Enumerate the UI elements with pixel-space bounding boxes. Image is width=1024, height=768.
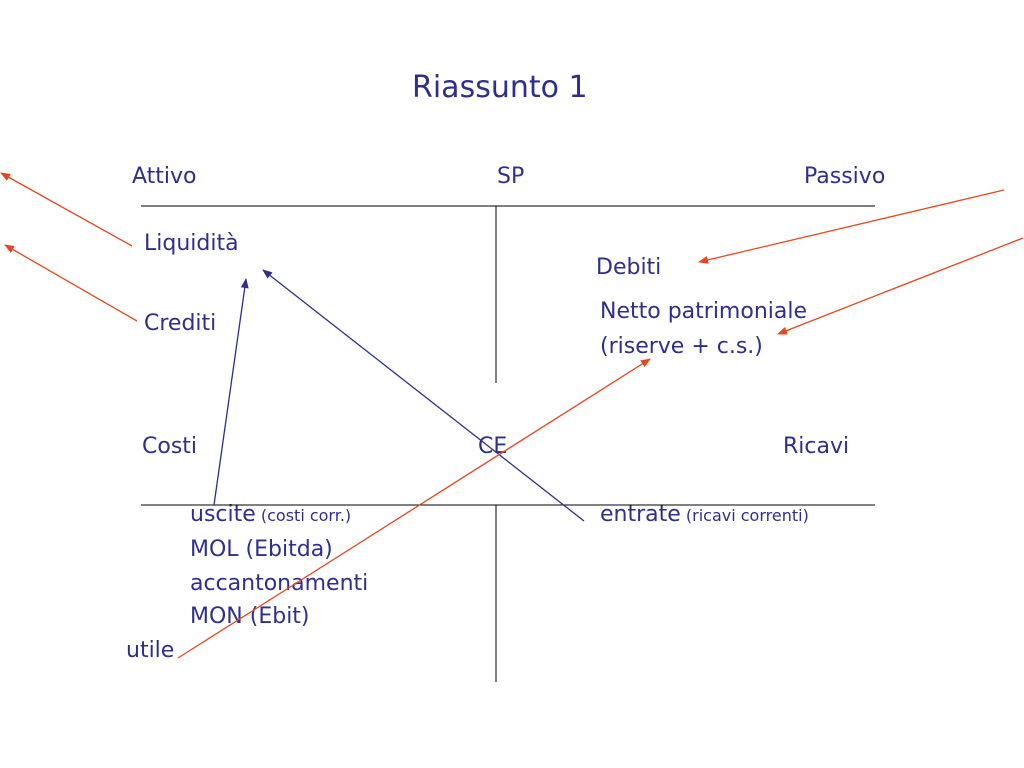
arrow-in-to-netto	[777, 237, 1024, 335]
arrow-crediti-out	[4, 244, 138, 322]
arrow-entrate-to-liquidita	[262, 269, 585, 522]
ce-item-entrate-note: (ricavi correnti)	[685, 506, 809, 525]
ce-item-mon: MON (Ebit)	[190, 604, 310, 629]
arrow-liquidita-out	[0, 172, 133, 247]
ce-item-uscite: uscite (costi corr.)	[190, 504, 351, 526]
ce-ricavi-header: Ricavi	[783, 434, 850, 459]
arrow-utile-to-netto	[177, 358, 651, 659]
arrow-uscite-to-liquidita	[213, 278, 249, 506]
ce-item-entrate: entrate (ricavi correnti)	[600, 504, 809, 526]
ce-item-accantonamenti: accantonamenti	[190, 571, 369, 596]
sp-header: SP	[497, 164, 525, 189]
ce-costi-header: Costi	[142, 434, 198, 459]
ce-header: CE	[478, 434, 508, 459]
ce-item-mol: MOL (Ebitda)	[190, 537, 333, 562]
ce-item-utile: utile	[126, 638, 175, 663]
ce-item-uscite-text: uscite	[190, 502, 256, 527]
arrow-in-to-debiti	[698, 189, 1005, 264]
ce-item-uscite-note: (costi corr.)	[260, 506, 352, 525]
ce-item-entrate-text: entrate	[600, 502, 681, 527]
sp-attivo-header: Attivo	[132, 164, 197, 189]
slide-title: Riassunto 1	[412, 70, 588, 105]
sp-item-riserve: (riserve + c.s.)	[600, 334, 763, 359]
sp-item-debiti: Debiti	[596, 255, 662, 280]
sp-passivo-header: Passivo	[804, 164, 886, 189]
sp-item-crediti: Crediti	[144, 311, 217, 336]
sp-item-liquidita: Liquidità	[144, 231, 239, 256]
sp-item-netto: Netto patrimoniale	[600, 299, 808, 324]
